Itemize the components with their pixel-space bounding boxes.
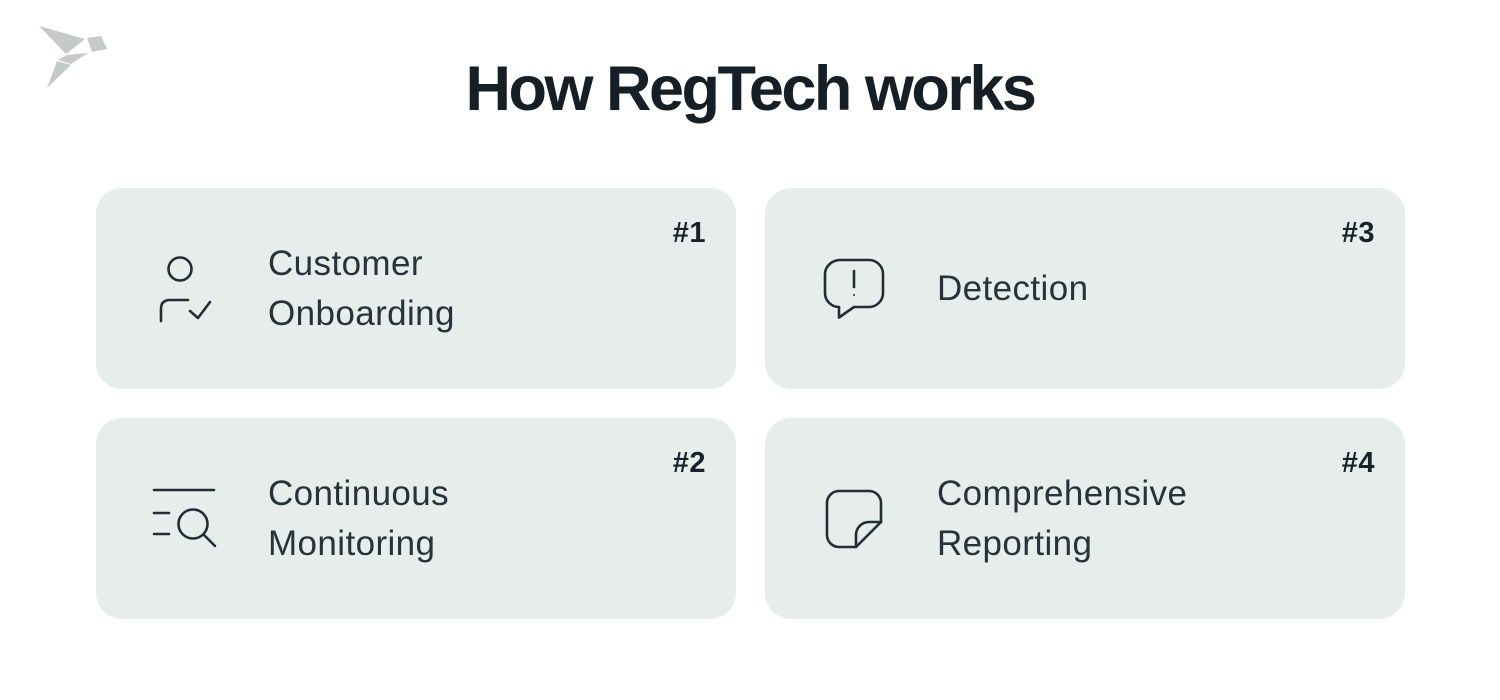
user-check-icon — [152, 255, 218, 323]
card-number-badge: #3 — [1341, 217, 1375, 249]
card-label: Detection — [937, 268, 1089, 308]
card-number-badge: #4 — [1341, 447, 1375, 479]
cards-grid: Customer Onboarding #1 Detection #3 — [96, 188, 1405, 619]
card-customer-onboarding: Customer Onboarding #1 — [96, 188, 736, 389]
card-label: Customer Onboarding — [268, 243, 455, 333]
card-continuous-monitoring: Continuous Monitoring #2 — [96, 418, 736, 619]
card-label: Comprehensive Reporting — [937, 473, 1188, 563]
card-number-badge: #2 — [672, 447, 706, 479]
card-number-badge: #1 — [672, 217, 706, 249]
card-label: Continuous Monitoring — [268, 473, 450, 563]
card-detection: Detection #3 — [765, 188, 1405, 389]
alert-speech-bubble-icon — [821, 255, 887, 323]
card-comprehensive-reporting: Comprehensive Reporting #4 — [765, 418, 1405, 619]
list-search-icon — [152, 485, 218, 553]
origami-bird-logo — [39, 26, 107, 88]
folded-note-icon — [821, 485, 887, 553]
page-title: How RegTech works — [465, 54, 1037, 124]
